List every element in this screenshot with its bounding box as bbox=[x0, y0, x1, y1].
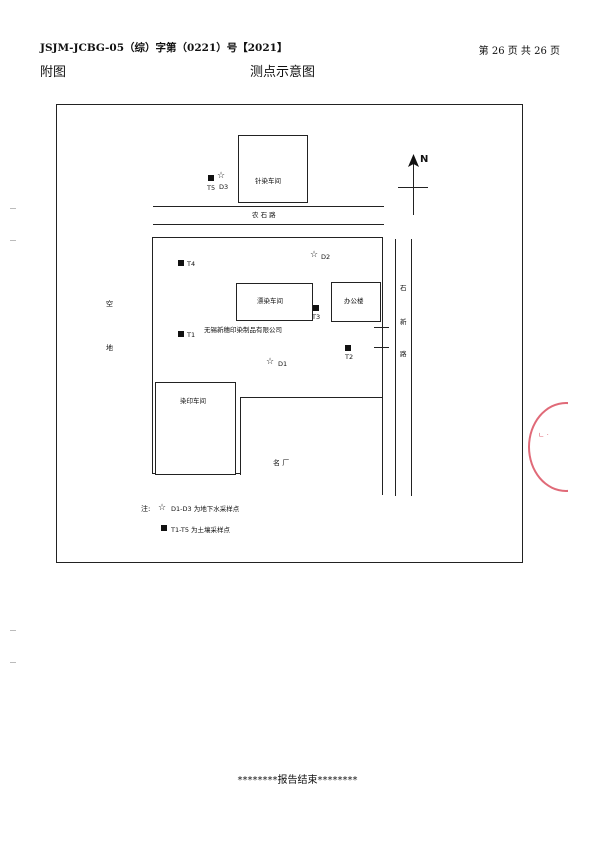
sample-point-t3 bbox=[313, 305, 319, 311]
office-building-label: 办公楼 bbox=[344, 297, 364, 305]
road-right-edge-right bbox=[411, 239, 412, 496]
site-map-frame: 针染车间 ☆ T5 D3 N 农 石 路 石 新 路 空 地 漂染车间 无锡新穗… bbox=[56, 104, 523, 563]
road-right-char-1: 石 bbox=[400, 284, 407, 292]
page-info: 第 26 页 共 26 页 bbox=[478, 46, 560, 57]
legend-square-icon bbox=[161, 525, 167, 531]
north-arrow-cross bbox=[398, 187, 428, 188]
road-top-label: 农 石 路 bbox=[252, 211, 276, 219]
d1-label: D1 bbox=[278, 360, 288, 368]
bleach-dye-workshop-label: 漂染车间 bbox=[257, 297, 283, 305]
sample-point-t2 bbox=[345, 345, 351, 351]
t3-label: T3 bbox=[312, 313, 321, 321]
scan-mark bbox=[10, 630, 16, 631]
d3-label: D3 bbox=[219, 183, 229, 191]
knit-dye-workshop-label: 针染车间 bbox=[255, 177, 281, 185]
road-right-char-2: 新 bbox=[400, 318, 407, 326]
report-end-footer: ********报告结束******** bbox=[237, 775, 358, 786]
road-top-edge-upper bbox=[153, 206, 384, 207]
figure-label: 附图 bbox=[40, 65, 67, 80]
bleach-dye-workshop: 漂染车间 bbox=[236, 283, 313, 321]
plant-boundary-step-down bbox=[240, 397, 241, 475]
star-icon: ☆ bbox=[217, 171, 226, 181]
plant-boundary-left bbox=[152, 237, 153, 473]
figure-title: 测点示意图 bbox=[250, 65, 316, 80]
star-icon: ☆ bbox=[158, 503, 167, 513]
gate-mark bbox=[374, 327, 389, 328]
sample-point-t4 bbox=[178, 260, 184, 266]
company-name: 无锡新穗印染制品有限公司 bbox=[204, 326, 282, 334]
print-dye-workshop-label: 染印车间 bbox=[180, 397, 206, 405]
scan-mark bbox=[10, 240, 16, 241]
road-top-edge-lower bbox=[153, 224, 384, 225]
seal-arc bbox=[528, 402, 568, 492]
plant-boundary-right bbox=[382, 237, 383, 495]
t5-label: T5 bbox=[207, 184, 216, 192]
legend-prefix: 注: bbox=[141, 505, 151, 513]
plant-boundary-step bbox=[240, 397, 382, 398]
north-label: N bbox=[420, 154, 429, 165]
star-icon: ☆ bbox=[310, 250, 319, 260]
legend-soil: T1-T5 为土壤采样点 bbox=[171, 526, 231, 534]
sample-point-t1 bbox=[178, 331, 184, 337]
neighbor-factory-label: 名 厂 bbox=[273, 459, 290, 467]
vacant-land-char-1: 空 bbox=[106, 300, 113, 308]
north-arrow-shaft bbox=[413, 163, 414, 215]
road-right-char-3: 路 bbox=[400, 350, 407, 358]
seal-mark: ㄴ · bbox=[538, 431, 549, 439]
t2-label: T2 bbox=[345, 353, 354, 361]
sample-point-t5 bbox=[208, 175, 214, 181]
road-right-edge-left bbox=[395, 239, 396, 496]
north-arrow-icon bbox=[408, 154, 419, 167]
office-building: 办公楼 bbox=[331, 282, 381, 322]
vacant-land-char-2: 地 bbox=[106, 344, 113, 352]
scan-mark bbox=[10, 208, 16, 209]
scan-mark bbox=[10, 662, 16, 663]
gate-mark bbox=[374, 347, 389, 348]
star-icon: ☆ bbox=[266, 357, 275, 367]
official-seal: ㄴ · bbox=[528, 402, 568, 492]
knit-dye-workshop: 针染车间 bbox=[238, 135, 308, 203]
print-dye-workshop: 染印车间 bbox=[155, 382, 236, 475]
t1-label: T1 bbox=[187, 331, 196, 339]
t4-label: T4 bbox=[187, 260, 196, 268]
legend-groundwater: D1-D3 为地下水采样点 bbox=[171, 505, 240, 513]
plant-boundary-top bbox=[152, 237, 383, 238]
report-number: JSJM-JCBG-05（综）字第（0221）号【2021】 bbox=[40, 42, 288, 54]
d2-label: D2 bbox=[321, 253, 331, 261]
